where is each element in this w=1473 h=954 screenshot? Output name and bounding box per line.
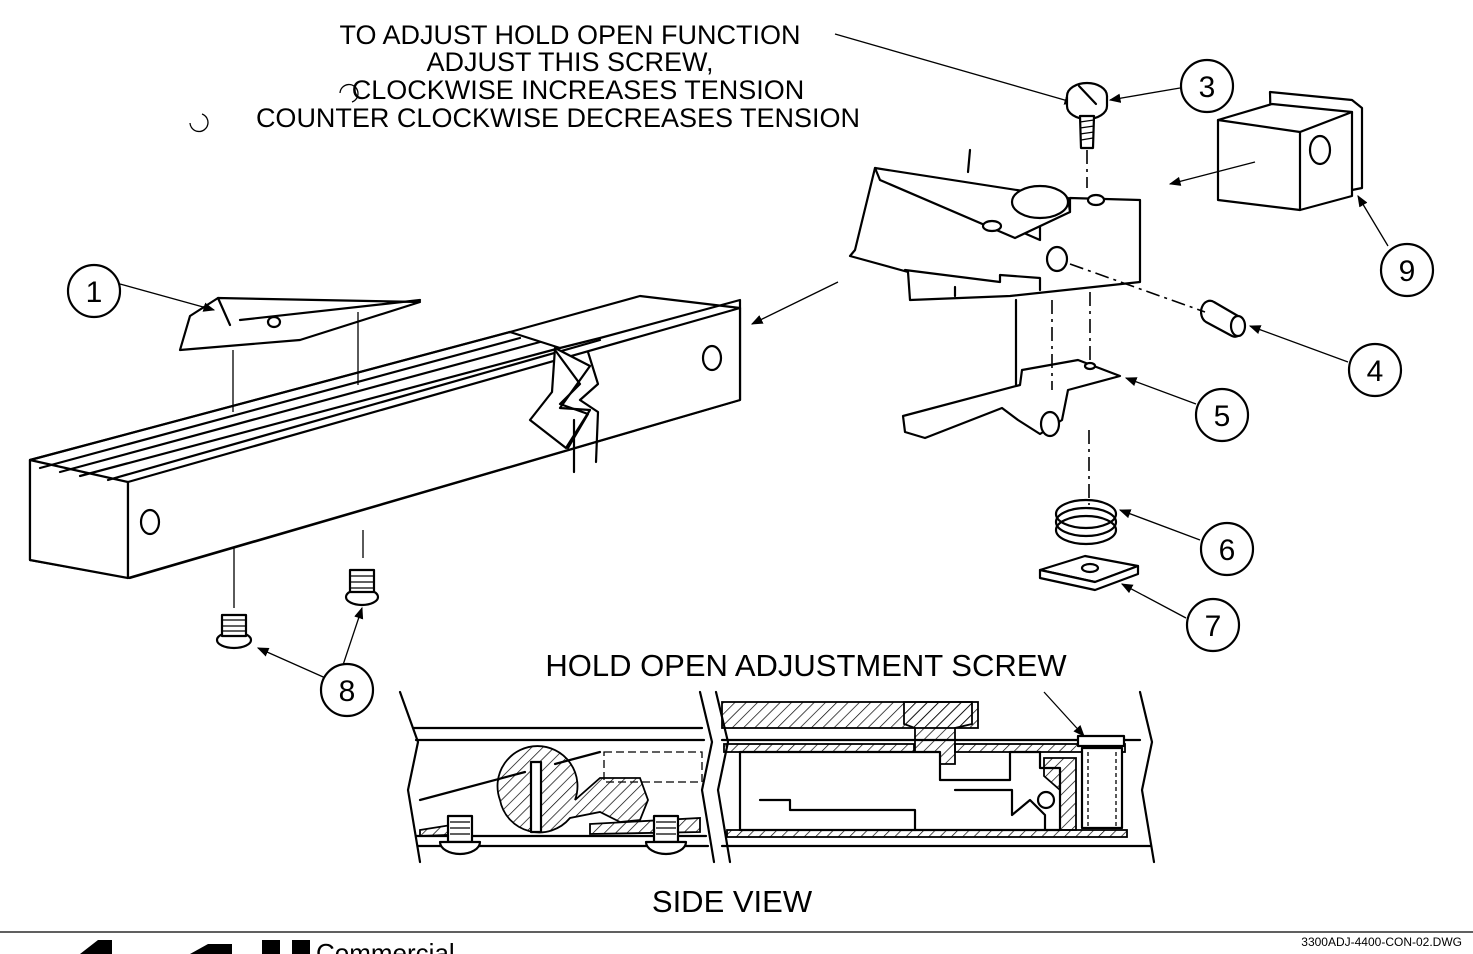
callout-8: 8 bbox=[319, 662, 375, 718]
note-line-3: CLOCKWISE INCREASES TENSION bbox=[352, 75, 805, 105]
callout-4: 4 bbox=[1347, 342, 1403, 398]
company-logo-fragment bbox=[80, 940, 310, 954]
callout-6: 6 bbox=[1199, 521, 1255, 577]
drawing-number: 3300ADJ-4400-CON-02.DWG bbox=[1301, 935, 1462, 949]
clockwise-icon bbox=[339, 83, 359, 103]
footer-fragment-text: Commercial... bbox=[316, 938, 476, 954]
svg-text:1: 1 bbox=[86, 276, 103, 309]
note-line-4: COUNTER CLOCKWISE DECREASES TENSION bbox=[256, 103, 860, 133]
note-line-2: ADJUST THIS SCREW, bbox=[426, 47, 713, 77]
side-section-view bbox=[398, 690, 1156, 864]
svg-text:7: 7 bbox=[1205, 610, 1222, 643]
base-plate-part bbox=[1038, 554, 1140, 592]
adjustment-note: TO ADJUST HOLD OPEN FUNCTION ADJUST THIS… bbox=[189, 20, 1077, 133]
callout-5: 5 bbox=[1194, 387, 1250, 443]
side-view-title: SIDE VIEW bbox=[652, 884, 813, 919]
adjustment-screw-label: HOLD OPEN ADJUSTMENT SCREW bbox=[545, 648, 1067, 683]
callout-7: 7 bbox=[1185, 597, 1241, 653]
note-line-1: TO ADJUST HOLD OPEN FUNCTION bbox=[339, 20, 800, 50]
mounting-screws-part bbox=[215, 530, 380, 681]
coil-spring-part bbox=[1054, 498, 1118, 546]
svg-text:4: 4 bbox=[1367, 355, 1384, 388]
note-leader-line bbox=[834, 33, 1077, 105]
hold-open-housing bbox=[848, 148, 1142, 302]
svg-text:8: 8 bbox=[339, 675, 356, 708]
spring-lever-part bbox=[901, 292, 1122, 505]
adjustment-screw-part bbox=[1065, 81, 1109, 188]
callout-9: 9 bbox=[1379, 242, 1435, 298]
pin-part bbox=[1069, 263, 1247, 338]
closer-track-body bbox=[28, 281, 839, 580]
callout-3: 3 bbox=[1179, 58, 1235, 114]
counter-clockwise-icon bbox=[189, 113, 209, 133]
svg-text:6: 6 bbox=[1219, 534, 1236, 567]
svg-text:9: 9 bbox=[1399, 255, 1416, 288]
svg-text:3: 3 bbox=[1199, 71, 1216, 104]
roller-block-part bbox=[1168, 90, 1364, 212]
svg-text:5: 5 bbox=[1214, 400, 1231, 433]
callout-1: 1 bbox=[66, 263, 122, 319]
hold-open-cam-part bbox=[119, 283, 422, 412]
